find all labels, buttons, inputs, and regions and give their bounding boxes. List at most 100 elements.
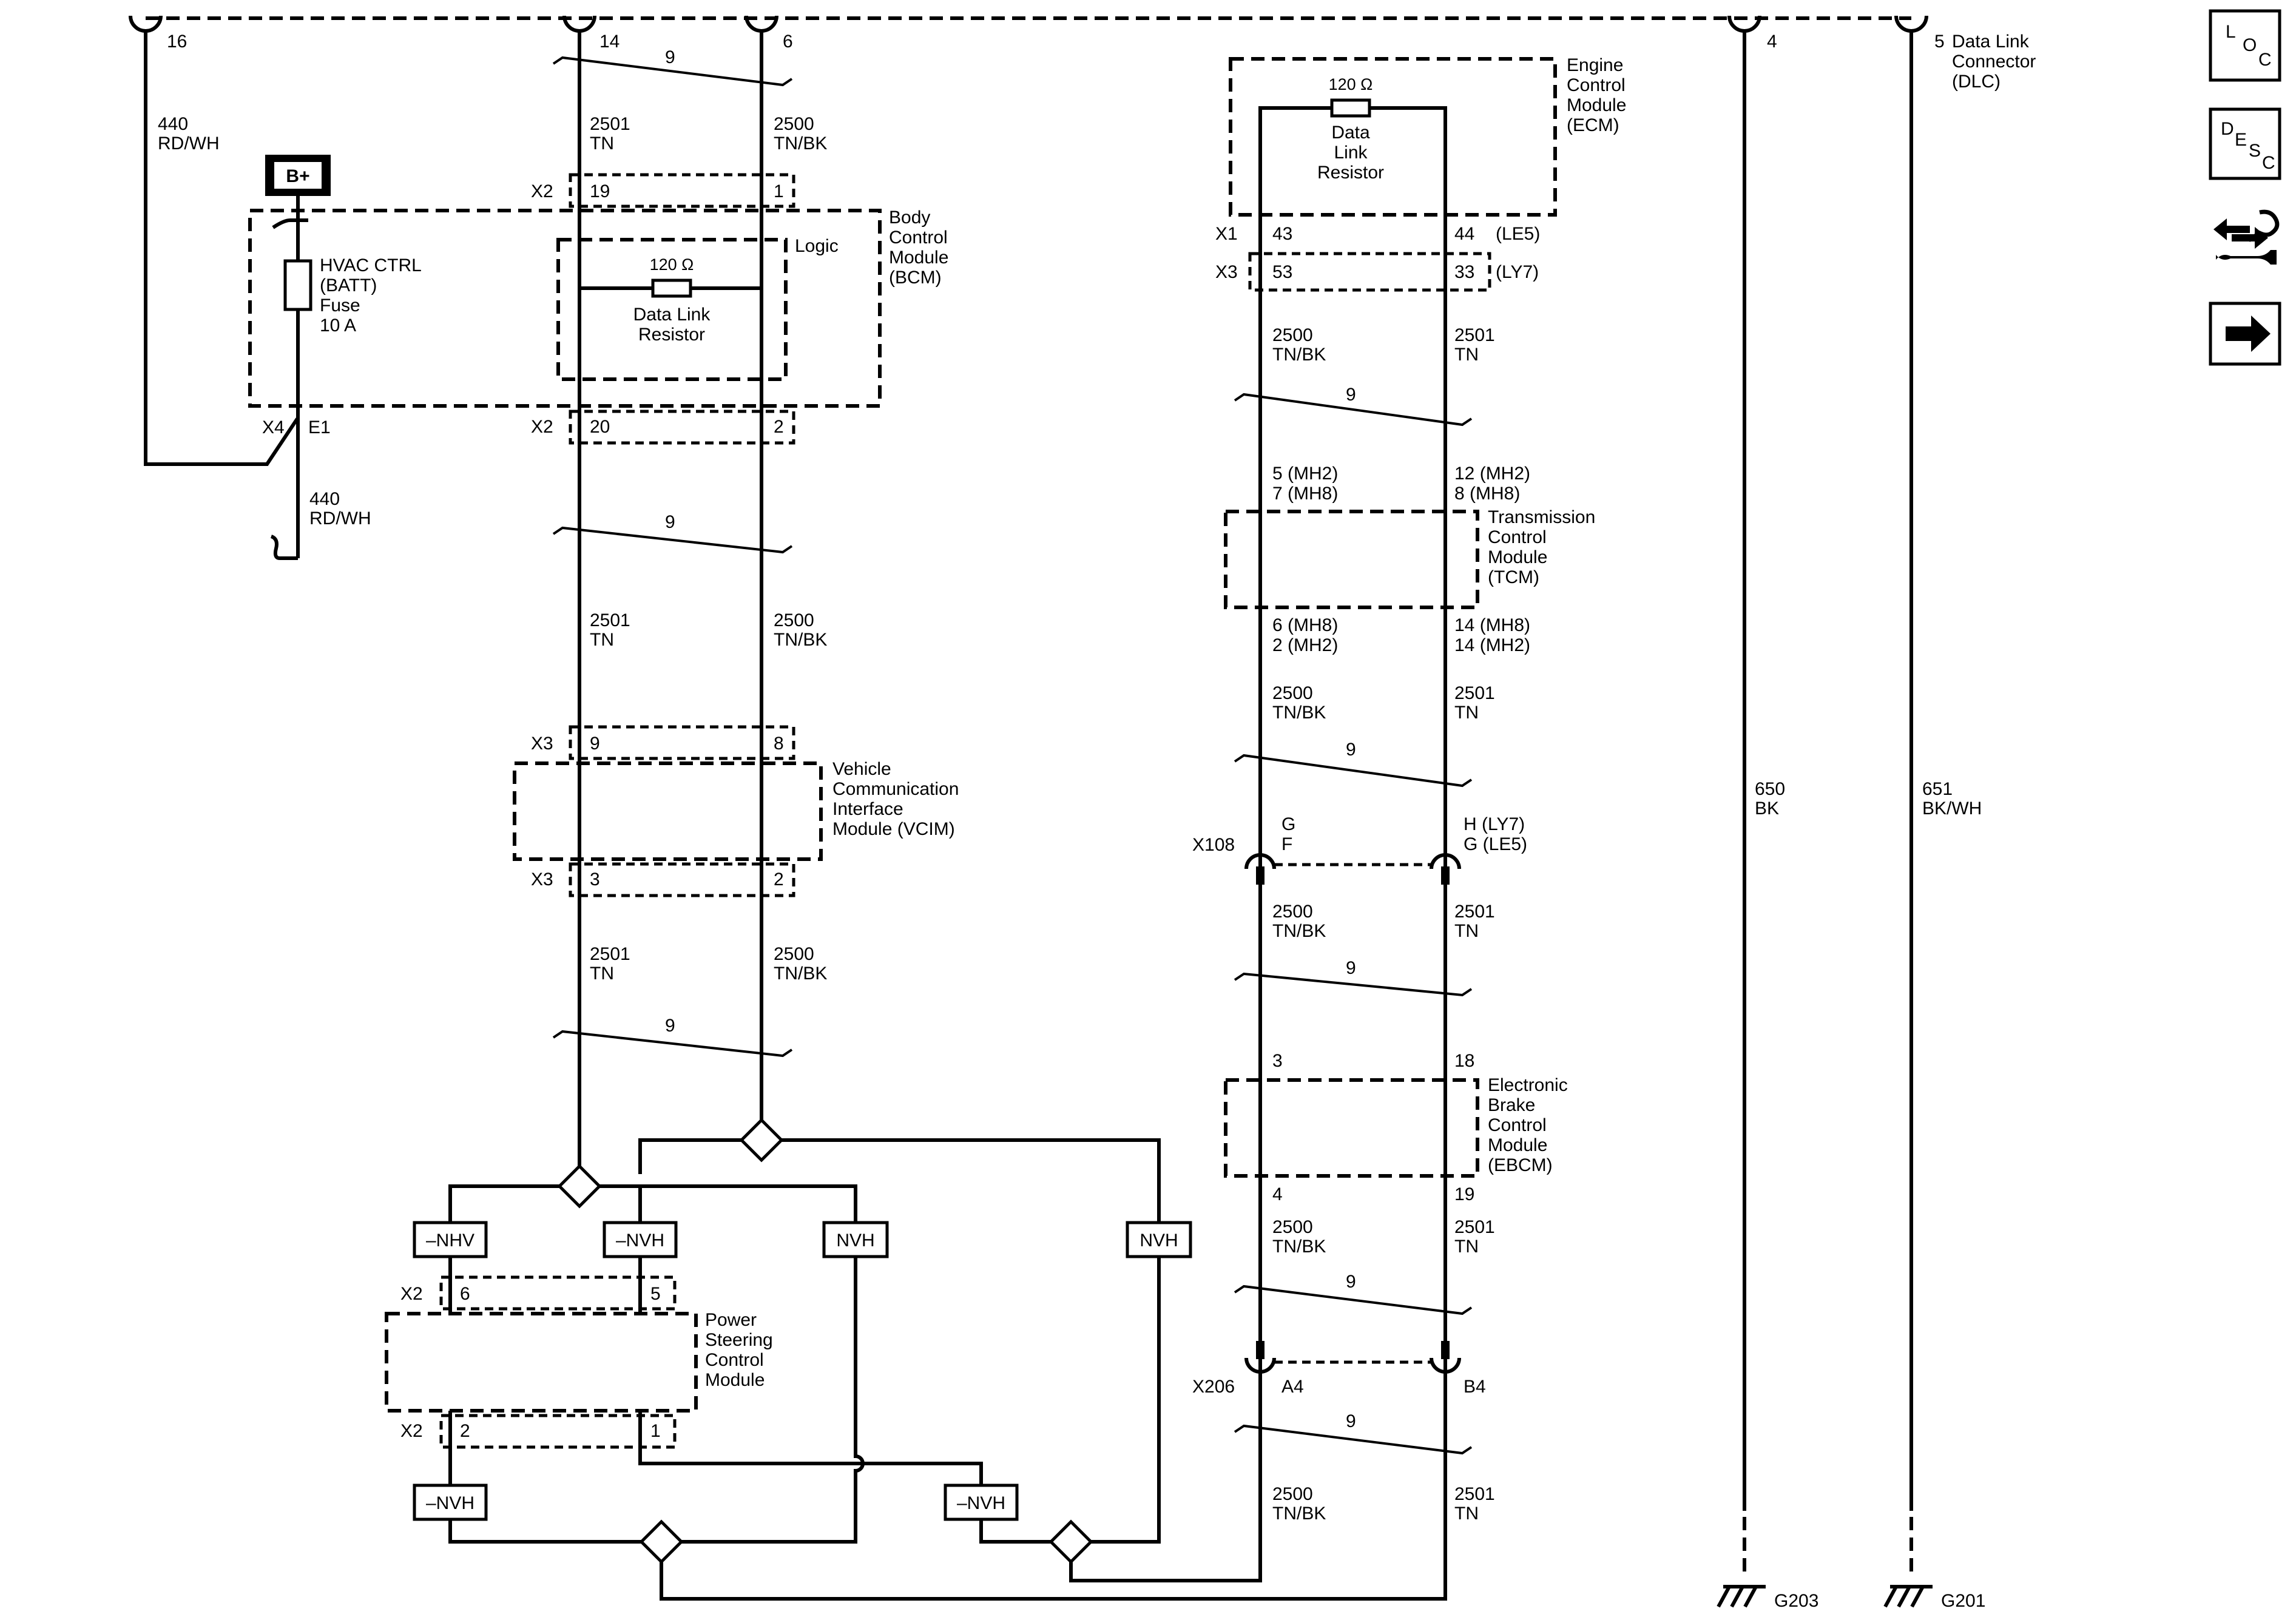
- ecm-x3: X3: [1215, 262, 1238, 282]
- wire-num: 2501: [590, 610, 630, 630]
- twist-label: 9: [665, 512, 675, 532]
- wire-num: 2500: [1272, 683, 1313, 703]
- wire-num: 2500: [1272, 325, 1313, 345]
- x206-pin-a4: A4: [1281, 1377, 1304, 1397]
- option-not-nvh: –NVH: [957, 1493, 1005, 1513]
- desc-letter-s: S: [2249, 141, 2261, 161]
- option-not-nvh: –NVH: [426, 1493, 474, 1513]
- ecm-resistor-name-3: Resistor: [1317, 163, 1384, 183]
- option-not-nvh: –NVH: [616, 1230, 664, 1251]
- engine-control-module: [1229, 57, 1557, 217]
- wire-651-num: 651: [1922, 779, 1953, 799]
- ecm-title-3: Module: [1567, 95, 1626, 115]
- dlc-pin-6: 6: [783, 32, 793, 52]
- wire-num: 2500: [774, 944, 814, 964]
- dlc-title-1: Data Link: [1952, 32, 2030, 52]
- wire-num: 2500: [774, 114, 814, 134]
- x206-label: X206: [1192, 1377, 1235, 1397]
- pscm-conn-bot: X2: [400, 1421, 423, 1441]
- fuse-name-1: HVAC CTRL: [320, 255, 422, 275]
- wire-num: 2501: [590, 944, 630, 964]
- wire-color: TN: [1454, 1504, 1479, 1524]
- tcm-pin: 6 (MH8): [1272, 615, 1338, 635]
- wire-color: TN: [590, 133, 614, 154]
- vcim-module: X3 9 8 Vehicle Communication Interface M…: [513, 725, 959, 897]
- option-nvh: NVH: [836, 1230, 874, 1251]
- ecm-resistor-value: 120 Ω: [1329, 75, 1373, 93]
- wire-650-num: 650: [1755, 779, 1785, 799]
- pscm-pin-5: 5: [650, 1284, 661, 1304]
- bcm-title-4: (BCM): [889, 268, 942, 288]
- bcm-logic: Logic: [795, 236, 839, 256]
- twist-label: 9: [665, 1016, 675, 1036]
- wire-num: 2500: [774, 610, 814, 630]
- wire-440-lower-color: RD/WH: [309, 508, 371, 528]
- wire-color: TN: [590, 630, 614, 650]
- tcm-pin: 14 (MH2): [1454, 635, 1530, 655]
- twist-label: 9: [1346, 1411, 1356, 1431]
- bcm-conn-bot: X2: [531, 417, 553, 437]
- ecm-resistor-name-1: Data: [1331, 123, 1370, 143]
- ecm-title-1: Engine: [1567, 55, 1623, 75]
- ground-icon: [1883, 1585, 1933, 1608]
- pscm-pin-1: 1: [650, 1421, 661, 1441]
- pscm-title-4: Module: [705, 1370, 765, 1390]
- twist-label: 9: [1346, 740, 1356, 760]
- splice: [639, 1519, 684, 1564]
- desc-letter-c: C: [2262, 153, 2275, 173]
- tcm-pin: 7 (MH8): [1272, 484, 1338, 504]
- next-arrow-button[interactable]: [2209, 302, 2281, 366]
- wire-440-num: 440: [158, 114, 188, 134]
- wire-color: TN: [590, 964, 614, 984]
- bcm-resistor-value: 120 Ω: [650, 255, 694, 274]
- location-button[interactable]: L O C: [2209, 9, 2281, 82]
- repair-info-icon[interactable]: [2209, 203, 2284, 279]
- option-nvh: NVH: [1140, 1230, 1178, 1251]
- wire-color: TN/BK: [1272, 703, 1326, 723]
- splice: [1048, 1519, 1093, 1564]
- tcm-pin: 8 (MH8): [1454, 484, 1520, 504]
- wire-color: TN/BK: [774, 133, 827, 154]
- tcm-pin: 2 (MH2): [1272, 635, 1338, 655]
- ecm-pin-43: 43: [1272, 224, 1292, 244]
- wire-color: TN/BK: [1272, 1504, 1326, 1524]
- bcm-resistor: [651, 279, 692, 298]
- wire-num: 2501: [1454, 325, 1495, 345]
- wire-651-color: BK/WH: [1922, 798, 1982, 819]
- ecm-pin-53: 53: [1272, 262, 1292, 282]
- pscm-title-1: Power: [705, 1310, 757, 1330]
- vcim-conn-top: X3: [531, 734, 553, 754]
- bcm-pin-1: 1: [774, 181, 784, 201]
- vcim-title-1: Vehicle: [832, 759, 891, 779]
- x108-pin-f: F: [1281, 834, 1292, 854]
- wire-650-color: BK: [1755, 798, 1779, 819]
- ebcm-title-4: Module: [1488, 1135, 1547, 1155]
- option-box-not-nvh: [603, 1221, 678, 1258]
- transmission-control-module: [1224, 510, 1479, 609]
- wire-440-color: RD/WH: [158, 133, 220, 154]
- tcm-pin: 12 (MH2): [1454, 464, 1530, 484]
- vcim-pin-8: 8: [774, 734, 784, 754]
- bcm-resistor-name-1: Data Link: [633, 305, 711, 325]
- wire-num: 2500: [1272, 1217, 1313, 1237]
- pscm-pin-2: 2: [460, 1421, 470, 1441]
- tcm-pin: 5 (MH2): [1272, 464, 1338, 484]
- desc-letter-e: E: [2235, 130, 2247, 150]
- ecm-pin-33: 33: [1454, 262, 1474, 282]
- wire-color: TN: [1454, 345, 1479, 365]
- pscm-title-2: Steering: [705, 1330, 773, 1350]
- twist-label: 9: [1346, 1272, 1356, 1292]
- description-button[interactable]: D E S C: [2209, 107, 2281, 180]
- tcm-title-1: Transmission: [1488, 507, 1595, 527]
- twist-label: 9: [1346, 958, 1356, 978]
- wire-num: 2501: [1454, 1484, 1495, 1504]
- ground-g203: G203: [1774, 1591, 1818, 1611]
- ecm-resistor-name-2: Link: [1334, 143, 1368, 163]
- ebcm-pin-19: 19: [1454, 1184, 1474, 1204]
- x206-pin-b4: B4: [1464, 1377, 1486, 1397]
- vcim-pin-2: 2: [774, 869, 784, 890]
- fuse-symbol: [283, 259, 312, 311]
- wire-440-lower-num: 440: [309, 489, 340, 509]
- ebcm-title-3: Control: [1488, 1115, 1547, 1135]
